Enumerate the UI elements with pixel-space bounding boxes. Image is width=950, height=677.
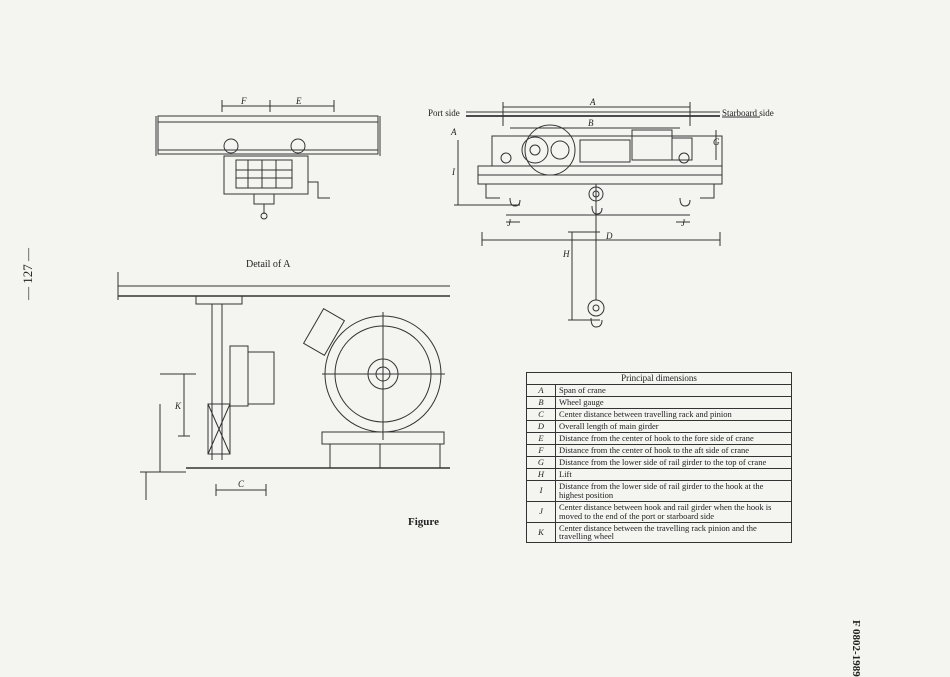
crane-side-section-drawing (117, 272, 450, 500)
label-i: I (452, 167, 455, 177)
label-port-side: Port side (428, 108, 460, 118)
label-starboard-side: Starboard side (722, 108, 774, 118)
label-d: D (606, 231, 613, 241)
label-c: C (238, 479, 245, 489)
label-g: G (713, 137, 720, 147)
label-k: K (175, 401, 182, 411)
page-number: — 127 — (20, 248, 35, 300)
label-b: B (588, 118, 594, 128)
dimension-description: Wheel gauge (555, 396, 792, 410)
dimension-symbol: G (526, 455, 556, 469)
label-a-detail-ref: A (451, 127, 457, 137)
dimension-description: Distance from the lower side of rail gir… (555, 455, 792, 469)
label-f: F (241, 96, 247, 106)
crane-elevation-drawing (454, 102, 760, 328)
label-j-left: J (507, 218, 511, 228)
table-header-row: Principal dimensions (526, 371, 792, 386)
dimension-description: Center distance between travelling rack … (555, 408, 792, 422)
dimension-symbol: E (526, 432, 556, 446)
dimension-symbol: C (526, 408, 556, 422)
label-j-right: J (681, 218, 685, 228)
dimension-symbol: H (526, 467, 556, 481)
label-e: E (296, 96, 302, 106)
dimension-symbol: J (526, 500, 556, 523)
label-h: H (563, 249, 570, 259)
dimension-symbol: D (526, 420, 556, 434)
dimension-description: Distance from the center of hook to the … (555, 432, 792, 446)
dimension-description: Distance from the center of hook to the … (555, 444, 792, 457)
dimension-description: Center distance between hook and rail gi… (555, 500, 792, 523)
dimension-symbol: A (526, 384, 556, 398)
dimension-description: Overall length of main girder (555, 420, 792, 434)
dimension-symbol: B (526, 396, 556, 410)
label-a-span: A (590, 97, 596, 107)
dimension-symbol: F (526, 444, 556, 457)
dimension-description: Lift (555, 467, 792, 481)
dimension-description: Distance from the lower side of rail gir… (555, 479, 792, 502)
dimension-symbol: K (526, 521, 556, 544)
dimension-description: Center distance between the travelling r… (555, 521, 792, 544)
table-title: Principal dimensions (526, 371, 792, 386)
dimension-symbol: I (526, 479, 556, 502)
detail-a-caption: Detail of A (246, 259, 291, 270)
detail-a-drawing (155, 100, 381, 220)
figure-caption: Figure (408, 516, 439, 528)
standard-code: F 0802-1989 (850, 620, 862, 677)
dimension-description: Span of crane (555, 384, 792, 398)
